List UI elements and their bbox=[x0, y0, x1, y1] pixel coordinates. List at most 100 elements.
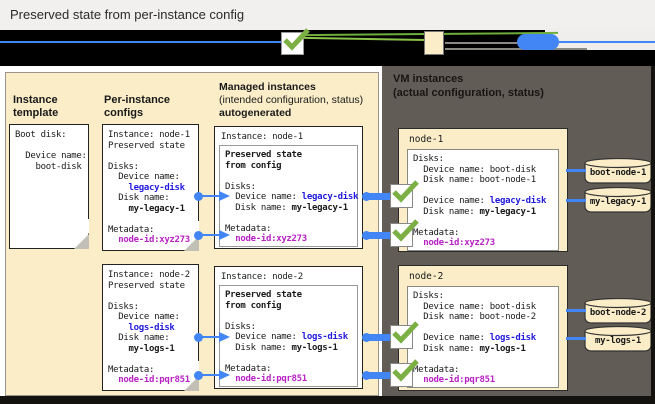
arrowhead bbox=[219, 191, 230, 201]
code-line bbox=[108, 354, 194, 365]
code-line: Disk name: my-legacy-1 bbox=[225, 202, 348, 213]
code-line: Disk name: bbox=[108, 333, 170, 343]
code-line: Disk name: boot-node-2 bbox=[413, 312, 536, 322]
connector-line bbox=[198, 374, 220, 376]
code-line bbox=[225, 311, 355, 322]
code-line: Preserved state bbox=[225, 150, 302, 160]
connector-dot bbox=[362, 371, 371, 380]
code-line: Device name: boot-disk bbox=[413, 164, 536, 175]
code-line: Disks: bbox=[413, 154, 444, 164]
connector-line bbox=[198, 234, 220, 236]
code-line: Disks: bbox=[108, 161, 139, 172]
code-line bbox=[108, 151, 194, 162]
vm-node-detail-box: Disks: Device name: boot-disk Disk name:… bbox=[407, 149, 559, 251]
connector-line bbox=[367, 232, 393, 239]
code-line bbox=[413, 323, 556, 334]
code-line bbox=[15, 141, 84, 152]
managed-instance-title: Instance: node-1 bbox=[221, 132, 303, 142]
code-line: Device name: logs-disk bbox=[225, 332, 348, 342]
legend-green-line bbox=[302, 36, 434, 42]
code-line: from config bbox=[225, 160, 282, 171]
code-line: logs-disk bbox=[128, 322, 175, 333]
arrowhead bbox=[219, 370, 230, 380]
legend-gray-line bbox=[445, 48, 587, 50]
code-line: Disks: bbox=[225, 181, 256, 192]
code-line bbox=[413, 354, 556, 365]
vm-instances-header: VM instances (actual configuration, stat… bbox=[393, 73, 544, 99]
disk-cylinder-my-logs-1: my-logs-1 bbox=[584, 326, 652, 352]
managed-instance-title: Instance: node-2 bbox=[221, 272, 303, 282]
code-line: Metadata: bbox=[108, 224, 155, 235]
code-line: Metadata: bbox=[225, 223, 272, 234]
legend-blue-line bbox=[558, 41, 655, 43]
code-line: Metadata: bbox=[413, 364, 460, 375]
code-line: my-logs-1 bbox=[128, 343, 175, 354]
bottom-band bbox=[0, 396, 655, 404]
check-icon bbox=[390, 180, 419, 208]
vm-node-detail-box: Disks: Device name: boot-disk Disk name:… bbox=[407, 286, 559, 388]
legend-config-swatch bbox=[424, 31, 444, 55]
arrowhead bbox=[219, 230, 230, 240]
code-line: node-id:pqr851 bbox=[118, 375, 190, 385]
legend-band bbox=[0, 28, 655, 66]
check-icon bbox=[390, 219, 419, 247]
column-header-instance-template: Instance template bbox=[13, 94, 59, 119]
code-line bbox=[413, 186, 556, 197]
code-line: Disk name: my-logs-1 bbox=[413, 343, 526, 354]
code-line: from config bbox=[225, 300, 282, 311]
dogear-fold bbox=[184, 236, 199, 251]
code-line bbox=[225, 213, 355, 224]
code-line: Device name: boot-disk bbox=[413, 301, 536, 312]
code-line: Device name: logs-disk bbox=[413, 333, 536, 343]
connector-line bbox=[367, 193, 393, 200]
check-icon bbox=[390, 321, 419, 349]
connector-line bbox=[367, 334, 393, 341]
code-line bbox=[108, 214, 194, 225]
disk-cylinder-boot-node-2: boot-node-2 bbox=[584, 298, 652, 324]
disk-connector bbox=[566, 169, 586, 172]
legend-light-patch bbox=[545, 28, 655, 50]
vm-node-detail-text: Disks: Device name: boot-disk Disk name:… bbox=[413, 291, 556, 386]
vm-node-name: node-1 bbox=[409, 134, 444, 145]
code-line bbox=[225, 353, 355, 364]
arrowhead bbox=[219, 332, 230, 342]
dogear-fold bbox=[74, 234, 89, 249]
vm-node-name: node-2 bbox=[409, 271, 444, 282]
connector-dot bbox=[362, 192, 371, 201]
code-line: Device name: bbox=[108, 312, 180, 322]
page-title: Preserved state from per-instance config bbox=[10, 7, 245, 22]
code-line bbox=[108, 291, 194, 302]
vm-node-2: node-2 Disks: Device name: boot-disk Dis… bbox=[398, 265, 568, 391]
code-line: Device name: bbox=[108, 172, 180, 182]
code-line: Instance: node-1 bbox=[108, 130, 190, 140]
disk-connector bbox=[566, 337, 586, 340]
code-line: Disk name: my-legacy-1 bbox=[413, 206, 536, 217]
column-header-per-instance-configs: Per-instance configs bbox=[104, 94, 171, 119]
code-line: Disk name: bbox=[108, 193, 170, 203]
disk-cylinder-boot-node-1: boot-node-1 bbox=[584, 158, 652, 184]
code-line: Preserved state bbox=[225, 290, 302, 300]
code-line bbox=[225, 171, 355, 182]
instance-template-box: Boot disk: Device name: boot-disk bbox=[9, 124, 89, 249]
connector-dot bbox=[362, 333, 371, 342]
column-header-managed-instances: Managed instances (intended configuratio… bbox=[219, 81, 364, 119]
code-line bbox=[413, 217, 556, 228]
legend-blue-line bbox=[0, 41, 282, 43]
code-line: Device name: legacy-disk bbox=[225, 192, 359, 202]
connector-line bbox=[198, 336, 220, 338]
legend-gray-line bbox=[445, 42, 523, 44]
code-line: Disk name: my-logs-1 bbox=[225, 342, 338, 353]
code-line: legacy-disk bbox=[128, 182, 185, 193]
connector-dot bbox=[362, 231, 371, 240]
disk-connector bbox=[566, 309, 586, 312]
legend-blue-pill bbox=[517, 34, 559, 50]
vm-instances-panel: VM instances (actual configuration, stat… bbox=[382, 66, 655, 396]
code-line: Preserved state bbox=[108, 280, 185, 291]
right-edge-strip bbox=[651, 66, 655, 396]
